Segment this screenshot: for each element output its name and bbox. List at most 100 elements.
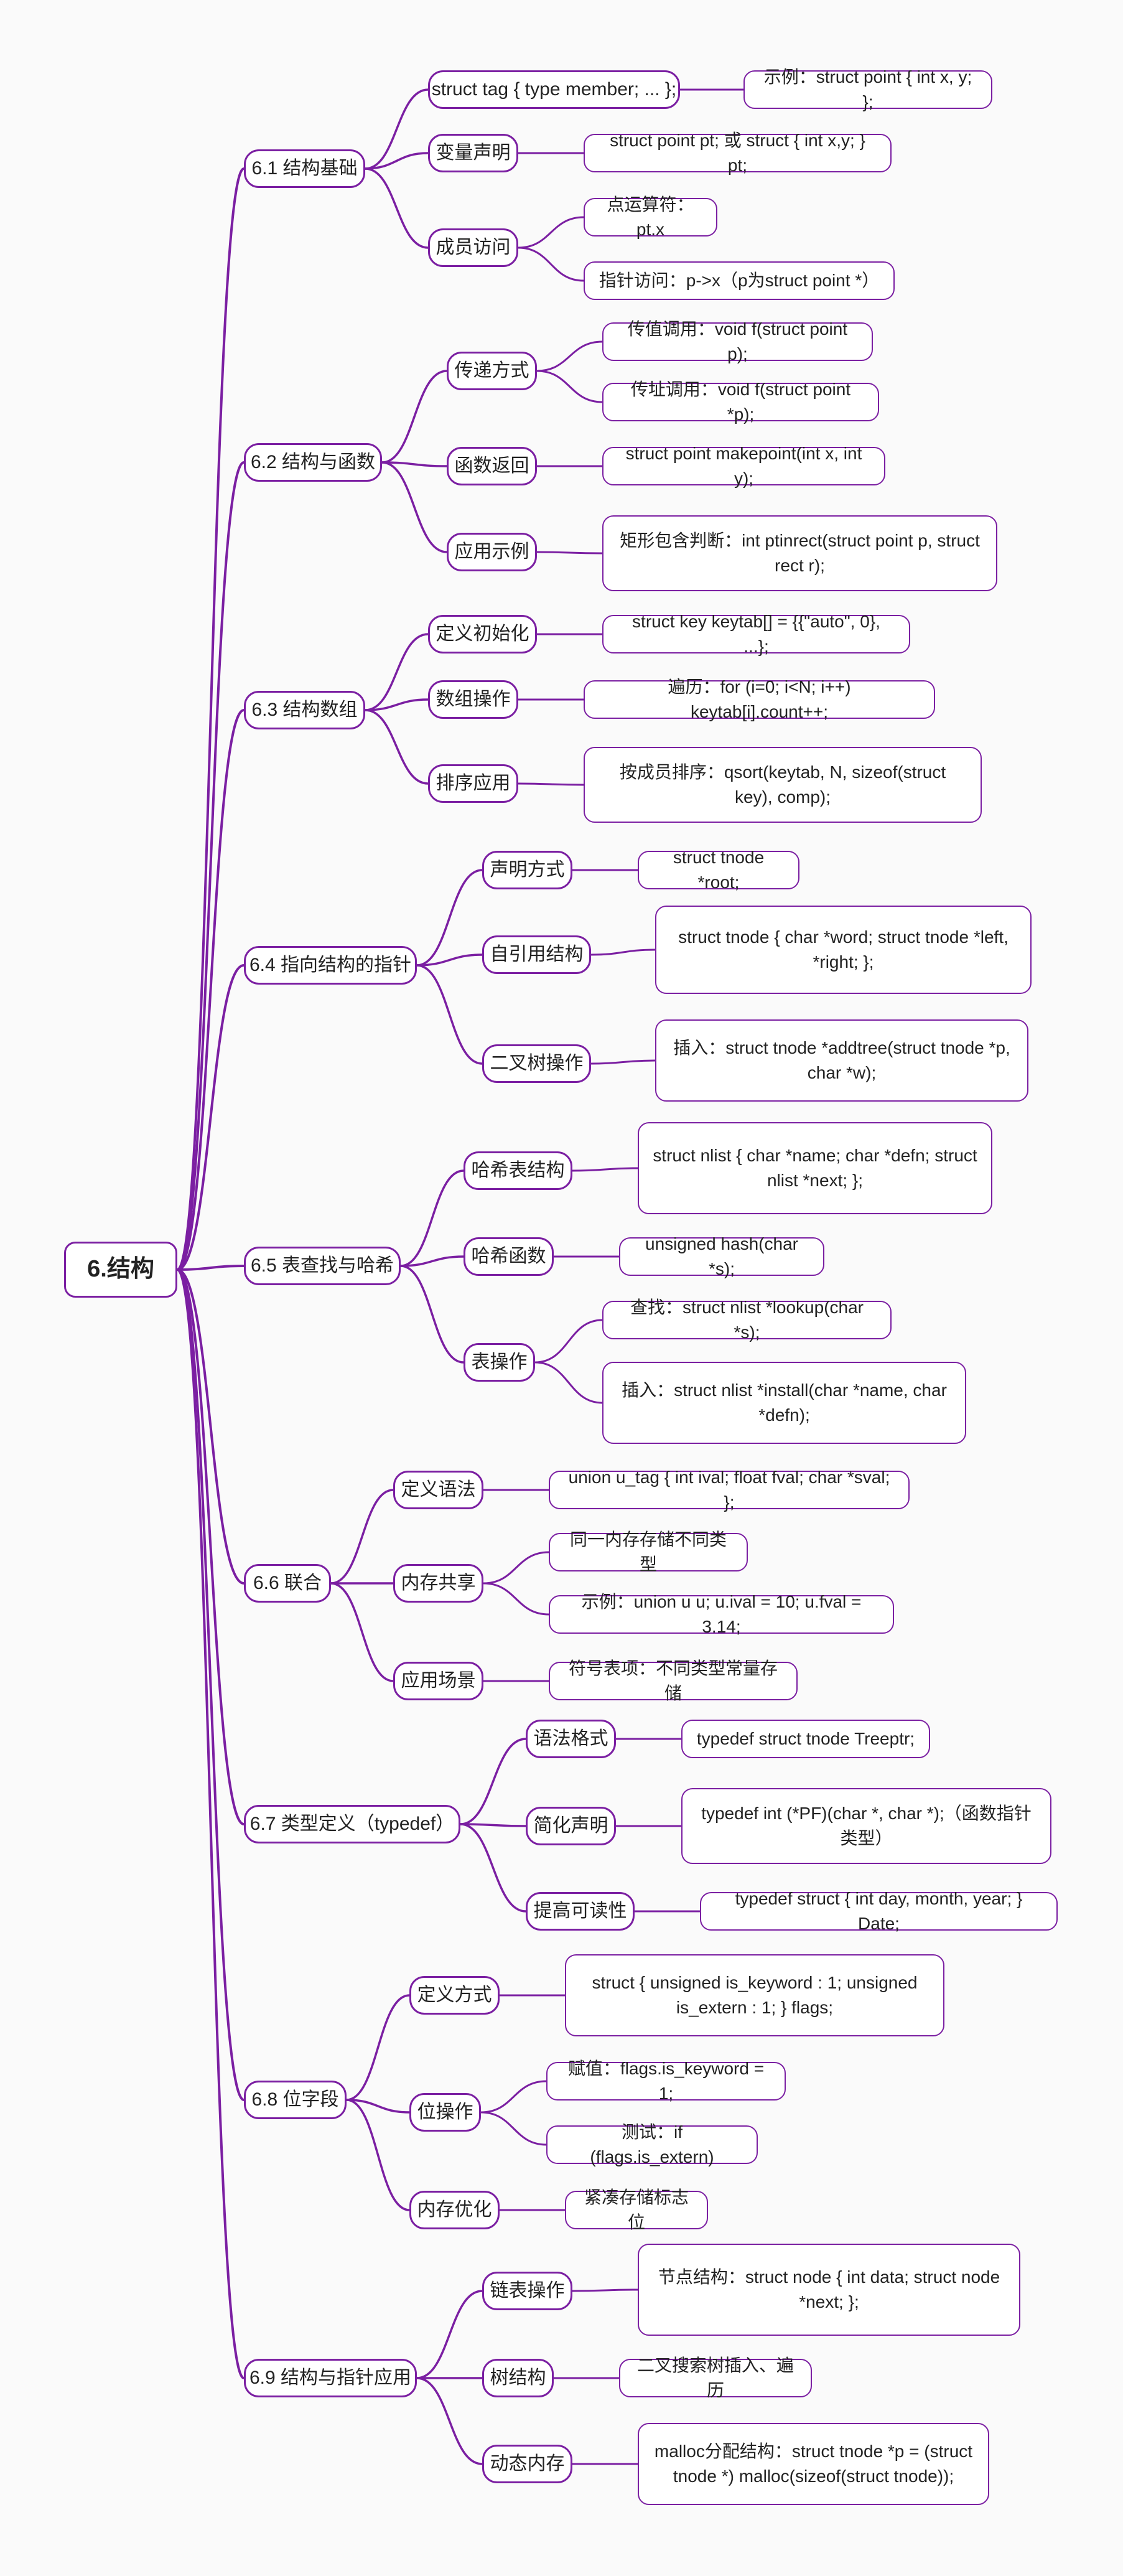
detail-node-9-2-1[interactable]: 二叉搜索树插入、遍历 [619, 2356, 812, 2400]
subtopic-node-8-3[interactable]: 内存优化 [409, 2191, 500, 2229]
subtopic-node-9-3[interactable]: 动态内存 [482, 2445, 572, 2483]
detail-node-8-1-1[interactable]: struct { unsigned is_keyword : 1; unsign… [565, 1954, 944, 2036]
root-link-section-4 [177, 964, 245, 1271]
detail-node-1-1-1[interactable]: 示例：struct point { int x, y; }; [743, 67, 992, 111]
section-node-5[interactable]: 6.5 表查找与哈希 [244, 1247, 401, 1285]
sub-9-1-link-detail-1 [572, 2288, 638, 2292]
section-1-link-sub-2 [365, 152, 429, 170]
sub-6-2-link-detail-2 [483, 1582, 549, 1616]
detail-node-1-3-1[interactable]: 点运算符：pt.x [584, 195, 717, 239]
sub-1-3-link-detail-2 [518, 246, 584, 282]
section-node-2[interactable]: 6.2 结构与函数 [244, 443, 382, 482]
detail-node-6-2-2[interactable]: 示例：union u u; u.ival = 10; u.fval = 3.14… [549, 1592, 894, 1636]
subtopic-node-1-3[interactable]: 成员访问 [428, 228, 518, 267]
sub-6-2-link-detail-1 [483, 1551, 549, 1585]
section-4-link-sub-2 [416, 953, 483, 967]
subtopic-node-9-1[interactable]: 链表操作 [482, 2272, 572, 2310]
subtopic-node-6-3[interactable]: 应用场景 [393, 1662, 483, 1700]
detail-node-8-2-1[interactable]: 赋值：flags.is_keyword = 1; [546, 2059, 786, 2103]
sub-3-3-link-detail-1 [518, 782, 584, 786]
subtopic-node-5-1[interactable]: 哈希表结构 [464, 1151, 572, 1190]
subtopic-node-5-3[interactable]: 表操作 [464, 1343, 535, 1382]
subtopic-node-8-1[interactable]: 定义方式 [409, 1976, 500, 2015]
detail-node-6-2-1[interactable]: 同一内存存储不同类型 [549, 1530, 748, 1574]
detail-node-8-2-2[interactable]: 测试：if (flags.is_extern) [546, 2122, 758, 2166]
section-node-9[interactable]: 6.9 结构与指针应用 [244, 2359, 417, 2397]
root-link-section-7 [177, 1268, 245, 1825]
detail-node-8-3-1[interactable]: 紧凑存储标志位 [565, 2188, 708, 2232]
detail-node-1-3-2[interactable]: 指针访问：p->x（p为struct point *） [584, 261, 895, 300]
section-3-link-sub-3 [365, 709, 429, 785]
section-node-7[interactable]: 6.7 类型定义（typedef） [244, 1805, 460, 1843]
detail-node-5-3-2[interactable]: 插入：struct nlist *install(char *name, cha… [602, 1362, 966, 1444]
detail-node-6-3-1[interactable]: 符号表项：不同类型常量存储 [549, 1659, 798, 1703]
subtopic-node-4-2[interactable]: 自引用结构 [482, 935, 591, 974]
subtopic-node-1-2[interactable]: 变量声明 [428, 134, 518, 172]
detail-node-9-3-1[interactable]: malloc分配结构：struct tnode *p = (struct tno… [638, 2423, 989, 2505]
subtopic-node-5-2[interactable]: 哈希函数 [464, 1237, 554, 1276]
subtopic-node-6-1[interactable]: 定义语法 [393, 1471, 483, 1509]
section-node-6[interactable]: 6.6 联合 [244, 1564, 331, 1603]
detail-node-7-2-1[interactable]: typedef int (*PF)(char *, char *);（函数指针类… [681, 1788, 1051, 1864]
detail-node-4-3-1[interactable]: 插入：struct tnode *addtree(struct tnode *p… [655, 1019, 1028, 1102]
section-8-link-sub-1 [346, 1994, 410, 2101]
sub-8-2-link-detail-1 [480, 2080, 547, 2114]
section-7-link-sub-3 [460, 1823, 526, 1913]
detail-node-7-3-1[interactable]: typedef struct { int day, month, year; }… [700, 1889, 1058, 1933]
root-topic[interactable]: 6.结构 [64, 1242, 177, 1298]
section-node-4[interactable]: 6.4 指向结构的指针 [244, 946, 417, 985]
detail-node-6-1-1[interactable]: union u_tag { int ival; float fval; char… [549, 1468, 910, 1512]
subtopic-node-7-1[interactable]: 语法格式 [526, 1720, 616, 1758]
detail-node-2-2-1[interactable]: struct point makepoint(int x, int y); [602, 444, 885, 488]
section-node-3[interactable]: 6.3 结构数组 [244, 691, 365, 729]
section-3-link-sub-2 [365, 698, 429, 711]
sub-2-1-link-detail-2 [536, 370, 603, 403]
section-node-1[interactable]: 6.1 结构基础 [244, 149, 365, 188]
detail-node-3-3-1[interactable]: 按成员排序：qsort(keytab, N, sizeof(struct key… [584, 747, 982, 823]
subtopic-node-3-3[interactable]: 排序应用 [428, 764, 518, 803]
section-9-link-sub-1 [416, 2290, 483, 2379]
detail-node-4-2-1[interactable]: struct tnode { char *word; struct tnode … [655, 906, 1032, 994]
subtopic-node-4-3[interactable]: 二叉树操作 [482, 1044, 591, 1083]
detail-node-9-1-1[interactable]: 节点结构：struct node { int data; struct node… [638, 2244, 1020, 2336]
detail-node-2-1-1[interactable]: 传值调用：void f(struct point p); [602, 319, 873, 363]
detail-node-5-1-1[interactable]: struct nlist { char *name; char *defn; s… [638, 1122, 992, 1214]
detail-node-2-3-1[interactable]: 矩形包含判断：int ptinrect(struct point p, stru… [602, 515, 997, 591]
root-link-section-8 [177, 1268, 245, 2101]
root-link-section-2 [177, 461, 245, 1271]
subtopic-node-2-3[interactable]: 应用示例 [447, 533, 537, 571]
detail-node-5-3-1[interactable]: 查找：struct nlist *lookup(char *s); [602, 1298, 892, 1342]
sub-4-2-link-detail-1 [590, 948, 656, 956]
subtopic-node-9-2[interactable]: 树结构 [482, 2359, 554, 2397]
root-link-section-6 [177, 1268, 245, 1585]
section-9-link-sub-3 [416, 2377, 483, 2465]
subtopic-node-8-2[interactable]: 位操作 [409, 2093, 481, 2132]
section-2-link-sub-2 [381, 461, 447, 467]
detail-node-5-2-1[interactable]: unsigned hash(char *s); [619, 1234, 824, 1278]
sub-5-3-link-detail-1 [534, 1319, 603, 1364]
sub-8-2-link-detail-2 [480, 2111, 547, 2146]
detail-node-3-1-1[interactable]: struct key keytab[] = {{"auto", 0}, ...}… [602, 612, 910, 656]
section-node-8[interactable]: 6.8 位字段 [244, 2081, 347, 2119]
subtopic-node-4-1[interactable]: 声明方式 [482, 851, 572, 889]
subtopic-node-1-1[interactable]: struct tag { type member; ... }; [428, 70, 680, 109]
section-5-link-sub-2 [400, 1255, 464, 1267]
sub-2-1-link-detail-1 [536, 340, 603, 372]
section-8-link-sub-3 [346, 2099, 410, 2211]
subtopic-node-3-1[interactable]: 定义初始化 [428, 615, 537, 653]
subtopic-node-3-2[interactable]: 数组操作 [428, 680, 518, 719]
subtopic-node-7-3[interactable]: 提高可读性 [526, 1892, 635, 1931]
section-6-link-sub-1 [330, 1489, 394, 1585]
detail-node-1-2-1[interactable]: struct point pt; 或 struct { int x,y; } p… [584, 131, 892, 175]
subtopic-node-2-1[interactable]: 传递方式 [447, 352, 537, 390]
sub-1-3-link-detail-1 [518, 216, 584, 249]
detail-node-7-1-1[interactable]: typedef struct tnode Treeptr; [681, 1720, 930, 1758]
detail-node-2-1-2[interactable]: 传址调用：void f(struct point *p); [602, 380, 879, 424]
subtopic-node-7-2[interactable]: 简化声明 [526, 1807, 616, 1845]
root-link-section-1 [176, 167, 245, 1271]
sub-4-3-link-detail-1 [590, 1059, 656, 1065]
detail-node-3-2-1[interactable]: 遍历：for (i=0; i<N; i++) keytab[i].count++… [584, 677, 935, 721]
subtopic-node-6-2[interactable]: 内存共享 [393, 1564, 483, 1603]
detail-node-4-1-1[interactable]: struct tnode *root; [638, 848, 799, 892]
subtopic-node-2-2[interactable]: 函数返回 [447, 447, 537, 485]
